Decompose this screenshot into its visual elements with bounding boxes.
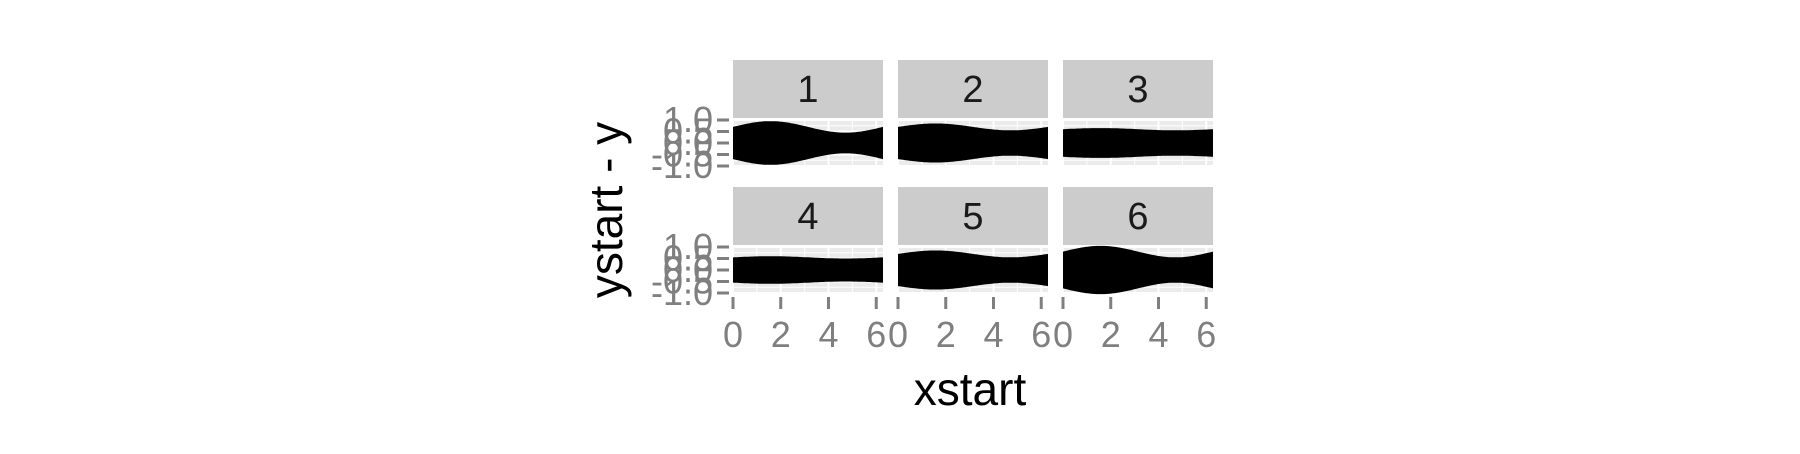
y-tick-label: 0.0 [663,122,713,163]
facet-strip-label: 1 [797,69,818,111]
x-tick-label: 6 [1196,314,1216,355]
panels-layer: 1 2 3 4 5 6 [732,60,1213,295]
x-tick-label: 2 [936,314,956,355]
y-tick-label: -1.0 [651,272,713,313]
facet-strip [898,60,1048,118]
y-axis-title: ystart - y [580,122,632,298]
x-tick-label: 2 [1101,314,1121,355]
facet-panel-5: 5 [897,187,1048,294]
x-axis-title: xstart [914,363,1027,415]
x-tick-label: 6 [866,314,886,355]
facet-strip [1063,187,1213,245]
facet-strip-label: 3 [1127,69,1148,111]
facet-strip [898,187,1048,245]
x-tick-label: 0 [1053,314,1073,355]
facet-panel-3: 3 [1062,60,1213,167]
facet-strip [1063,60,1213,118]
ribbon-area [898,123,1048,163]
y-tick-label: -0.5 [651,261,713,302]
y-tick-label: 1.0 [663,99,713,140]
x-tick-label: 0 [723,314,743,355]
x-tick-label: 4 [1148,314,1168,355]
y-tick-label: -1.0 [651,145,713,186]
x-tick-label: 6 [1031,314,1051,355]
facet-panel-6: 6 [1062,187,1213,295]
y-axis-layer: -1.0-0.50.00.51.0-1.0-0.50.00.51.0 [651,99,729,313]
x-tick-label: 4 [983,314,1003,355]
x-tick-label: 4 [818,314,838,355]
y-tick-label: -0.5 [651,134,713,175]
facet-strip-label: 2 [962,69,983,111]
ribbon-area [1063,128,1213,158]
facet-panel-2: 2 [897,60,1048,167]
ribbon-area [898,250,1048,290]
facet-strip-label: 4 [797,196,818,238]
y-tick-label: 1.0 [663,226,713,267]
facet-panel-4: 4 [732,187,883,294]
facet-strip [733,60,883,118]
facet-panel-1: 1 [732,60,883,167]
facet-strip-label: 6 [1127,196,1148,238]
ribbon-area [733,121,883,165]
y-tick-label: 0.5 [663,238,713,279]
facet-strip [733,187,883,245]
facet-strip-label: 5 [962,196,983,238]
ribbon-area [1063,245,1213,295]
y-tick-label: 0.5 [663,111,713,152]
y-tick-label: 0.0 [663,249,713,290]
ribbon-area [733,256,883,284]
x-tick-label: 2 [771,314,791,355]
x-tick-label: 0 [888,314,908,355]
